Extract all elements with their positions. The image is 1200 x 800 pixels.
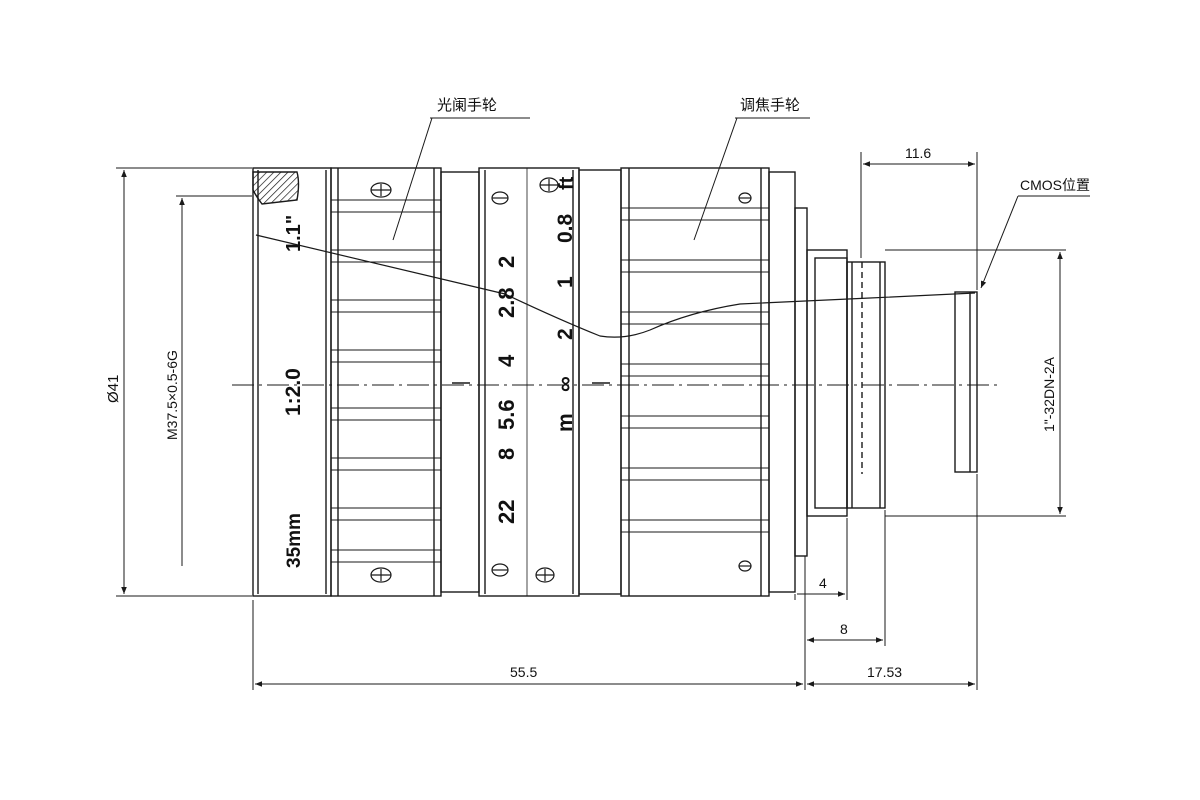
focus-scale-unit-m: m: [554, 413, 577, 432]
barrel-focal-length-marking: 35mm: [284, 513, 305, 568]
rear-housing: [768, 171, 848, 593]
aperture-scale-8: 8: [494, 448, 519, 460]
focus-scale-0-8: 0.8: [554, 213, 577, 243]
dim-label-overall-length: 55.5: [510, 664, 537, 680]
screw-top-scale-left: [491, 191, 509, 205]
screw-bottom-scale-right: [535, 567, 555, 583]
screw-top-aperture: [370, 182, 392, 198]
screw-top-scale-right: [539, 177, 559, 193]
barrel-format-marking: 1.1": [283, 215, 305, 252]
dim-mount-thread: [885, 249, 1066, 517]
screw-bottom-scale-left: [491, 563, 509, 577]
dim-label-filter-thread: M37.5×0.5-6G: [164, 350, 180, 440]
screw-bottom-focus: [738, 560, 752, 572]
aperture-scale-2: 2: [494, 256, 519, 268]
dim-label-back-focal: 17.53: [867, 664, 902, 680]
callout-aperture-ring: 光阑手轮: [437, 97, 497, 114]
spacer-ring: [440, 171, 480, 593]
focus-scale-2: 2: [554, 328, 577, 340]
leader-focus-ring: [693, 117, 810, 241]
callout-focus-ring: 调焦手轮: [740, 97, 800, 114]
dim-flange-depth: [860, 152, 978, 290]
dim-label-mount-length: 8: [840, 621, 848, 637]
dim-label-mount-step: 4: [819, 575, 827, 591]
focus-scale-ft-symbol: ft: [556, 176, 578, 190]
screw-top-focus: [738, 192, 752, 204]
dim-back-focal: [807, 474, 978, 690]
ray-trace-line: [255, 234, 976, 338]
dim-label-flange-depth: 11.6: [905, 145, 931, 161]
leader-aperture-ring: [392, 117, 530, 241]
dim-filter-thread: [176, 195, 252, 566]
aperture-ring: [330, 167, 442, 597]
c-mount-thread: [846, 261, 886, 509]
dim-label-outer-diameter: Ø41: [105, 375, 122, 403]
dim-overall-length: [252, 556, 806, 690]
dim-diameter: [116, 167, 252, 597]
dim-mount-step: [794, 518, 848, 600]
screw-bottom-aperture: [370, 567, 392, 583]
cmos-sensor: [954, 291, 978, 473]
aperture-scale-22: 22: [494, 500, 519, 524]
aperture-scale-2-8: 2.8: [494, 287, 519, 318]
leader-cmos: [980, 195, 1090, 289]
dim-label-mount-thread: 1"-32DN-2A: [1041, 356, 1057, 432]
dim-mount-length: [807, 510, 886, 646]
focus-ring: [578, 167, 770, 597]
focus-scale-1: 1: [554, 276, 577, 288]
aperture-scale-5-6: 5.6: [494, 399, 519, 430]
aperture-scale-4: 4: [494, 354, 519, 367]
focus-scale-infinity: ∞: [552, 376, 577, 392]
callout-cmos-position: CMOS位置: [1020, 177, 1090, 193]
barrel-f-ratio-marking: 1:2.0: [282, 368, 305, 416]
